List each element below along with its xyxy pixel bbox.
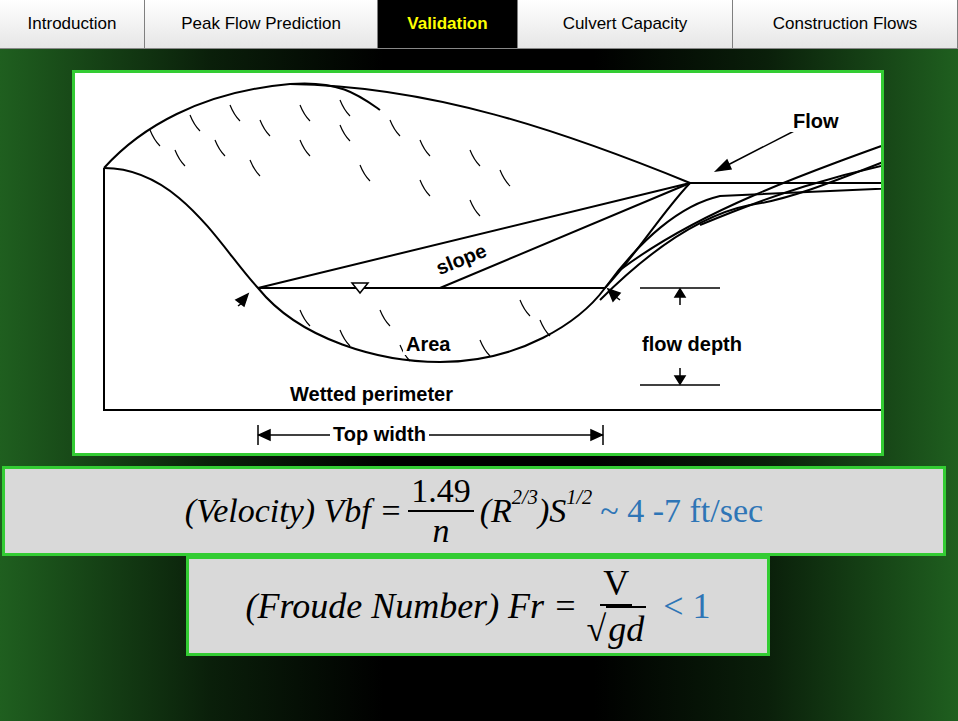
radical-sign: √ [586,608,606,650]
exponent: 2/3 [512,486,538,509]
formula-text: (Velocity) Vbf = [185,492,402,530]
fraction: V√gd [583,562,649,650]
square-root: √gd [583,606,649,650]
denominator: n [430,512,453,550]
illustration-label: flow depth [639,333,745,355]
formula-box: (Velocity) Vbf =1.49n(R2/3)S1/2~ 4 -7 ft… [2,466,946,556]
tab-label: Construction Flows [773,14,918,34]
nav-tab: Peak Flow Prediction [145,0,378,48]
fraction: 1.49n [408,472,474,550]
nav-tab: Introduction [0,0,145,48]
illustration-label: Top width [330,423,429,445]
nav-tab: Validation [378,0,518,48]
nav-tab: Construction Flows [733,0,958,48]
formula-box: (Froude Number) Fr =V√gd< 1 [186,556,770,656]
formula-text: (R [480,492,512,530]
numerator: V [600,562,632,606]
formula: (Velocity) Vbf =1.49n(R2/3)S1/2~ 4 -7 ft… [185,472,763,550]
radicand: gd [606,606,646,650]
formula: (Froude Number) Fr =V√gd< 1 [246,562,711,650]
tab-label: Validation [407,14,487,34]
illustration-label: Area [403,333,453,355]
value-note: < 1 [663,585,710,627]
exponent: 1/2 [566,486,592,509]
value-note: ~ 4 -7 ft/sec [600,492,763,530]
tab-label: Introduction [28,14,117,34]
illustration-label: Wetted perimeter [287,383,456,405]
numerator: 1.49 [408,472,474,512]
tab-label: Peak Flow Prediction [181,14,341,34]
tab-label: Culvert Capacity [563,14,688,34]
illustration-label: Flow [790,110,842,132]
tab-bar: Introduction Peak Flow Prediction Validati… [0,0,958,49]
nav-tab: Culvert Capacity [518,0,733,48]
formula-text: )S [538,492,566,530]
formula-text: (Froude Number) Fr = [246,585,578,627]
